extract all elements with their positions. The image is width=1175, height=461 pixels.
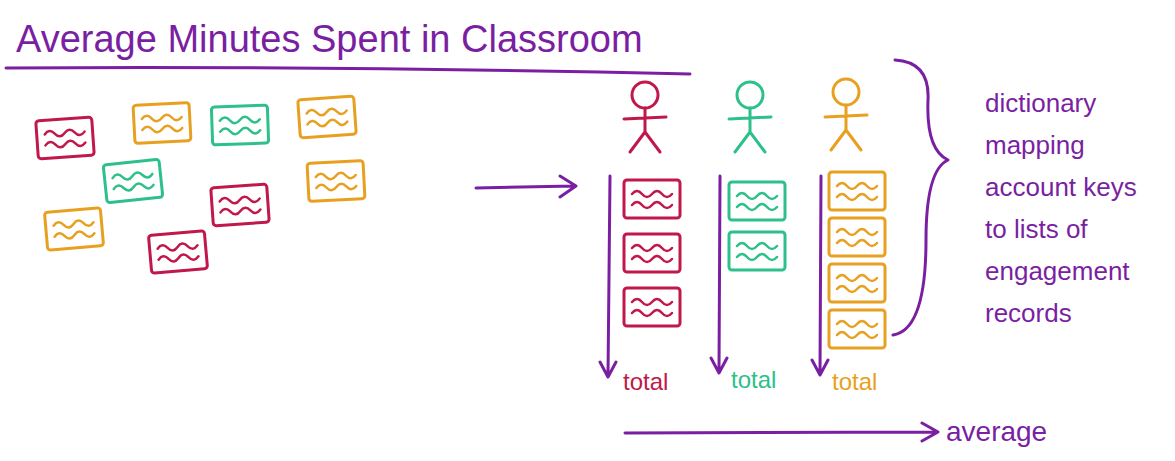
diagram-title: Average Minutes Spent in Classroom — [16, 18, 643, 62]
sum-arrow — [711, 176, 727, 373]
engagement-card — [829, 264, 885, 302]
engagement-card — [829, 172, 885, 210]
transform-arrow — [476, 176, 576, 197]
sum-arrow — [812, 176, 828, 375]
engagement-card — [829, 218, 885, 256]
average-label: average — [946, 416, 1047, 448]
student-figure — [729, 82, 771, 152]
engagement-card — [36, 117, 95, 159]
total-label: total — [623, 368, 668, 396]
engagement-card — [148, 231, 207, 274]
brace-note: dictionary mapping account keys to lists… — [985, 82, 1157, 334]
student-figure — [825, 79, 867, 150]
engagement-card — [211, 184, 270, 226]
engagement-card — [624, 180, 680, 218]
student-figure — [624, 82, 666, 152]
engagement-card — [103, 159, 163, 203]
engagement-card — [44, 208, 103, 251]
engagement-card — [729, 182, 785, 220]
total-label: total — [731, 366, 776, 394]
engagement-card — [624, 288, 680, 326]
title-underline — [6, 68, 690, 74]
engagement-card — [729, 232, 785, 270]
average-arrow — [625, 423, 938, 441]
engagement-card — [624, 234, 680, 272]
engagement-card — [307, 161, 365, 202]
engagement-card — [829, 310, 885, 348]
sum-arrow — [600, 176, 616, 377]
curly-brace — [893, 60, 948, 335]
total-label: total — [832, 368, 877, 396]
engagement-card — [211, 105, 268, 145]
engagement-card — [133, 103, 191, 144]
engagement-card — [298, 96, 357, 138]
